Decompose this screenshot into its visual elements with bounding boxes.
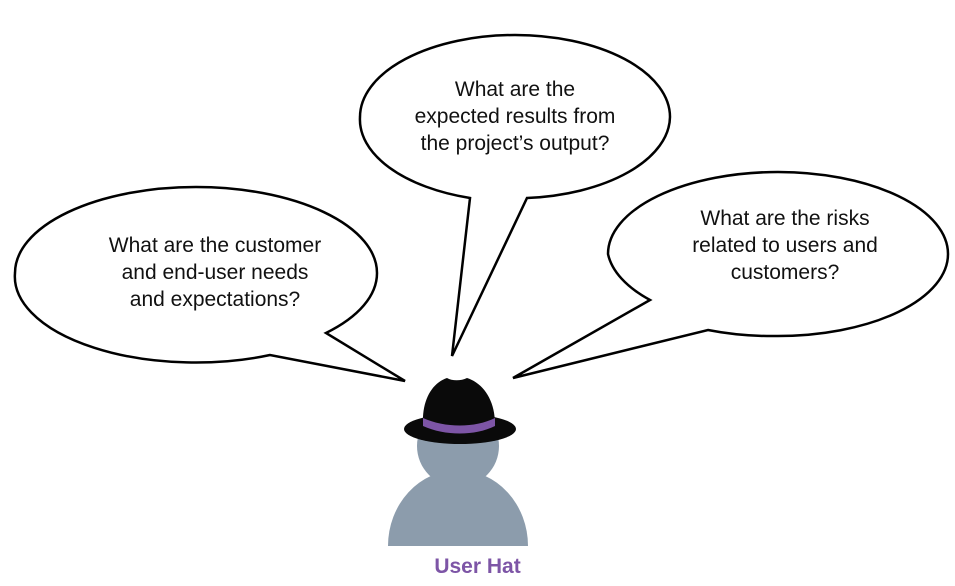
user-hat-caption: User Hat (434, 555, 521, 578)
hat-band (423, 418, 495, 434)
speech-bubble-left (13, 185, 406, 383)
speech-bubble-right (512, 170, 950, 380)
left-bubble-line-1: What are the customer (108, 234, 322, 257)
speech-bubble-top (358, 33, 672, 357)
hat-crown (422, 378, 495, 424)
top-bubble-line-2: expected results from (414, 105, 616, 128)
right-bubble-line-2: related to users and (692, 234, 878, 257)
left-bubble-text: What are the customer and end-user needs… (60, 232, 370, 313)
user-with-hat-icon (388, 378, 528, 546)
left-bubble-line-2: and end-user needs (121, 261, 309, 284)
person-body (388, 470, 528, 546)
right-bubble-line-3: customers? (730, 261, 840, 284)
top-bubble-text: What are the expected results from the p… (390, 76, 640, 157)
top-bubble-line-3: the project’s output? (420, 132, 610, 155)
left-bubble-line-3: and expectations? (129, 288, 301, 311)
fedora-hat-icon (404, 378, 516, 444)
top-bubble-line-1: What are the (454, 78, 576, 101)
right-bubble-line-1: What are the risks (700, 207, 870, 230)
right-bubble-text: What are the risks related to users and … (650, 205, 920, 286)
